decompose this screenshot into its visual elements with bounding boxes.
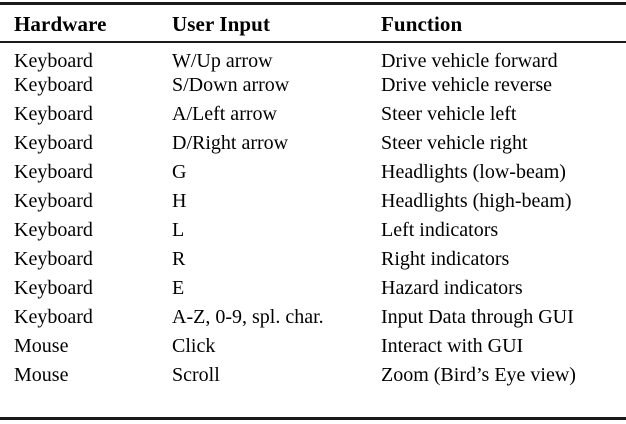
table-header: Hardware User Input Function	[0, 0, 626, 41]
cell-hardware: Keyboard	[0, 104, 158, 133]
cell-function-text: Drive vehicle forward	[381, 50, 558, 72]
cell-user-input: S/Down arrow	[158, 75, 367, 104]
cell-hardware-text: Keyboard	[14, 132, 93, 154]
cell-hardware: Keyboard	[0, 162, 158, 191]
table-top-rule	[0, 2, 626, 5]
cell-hardware-text: Keyboard	[14, 50, 93, 72]
cell-function-text: Interact with GUI	[381, 335, 524, 357]
cell-user-input: G	[158, 162, 367, 191]
table-header-rule	[0, 41, 626, 43]
cell-user-input-text: A/Left arrow	[172, 103, 277, 125]
table-row: Mouse Scroll Zoom (Bird’s Eye view)	[0, 365, 626, 394]
column-header-hardware: Hardware	[0, 0, 158, 41]
cell-hardware: Keyboard	[0, 41, 158, 75]
cell-hardware: Keyboard	[0, 75, 158, 104]
cell-function: Drive vehicle forward	[367, 41, 626, 75]
cell-function-text: Right indicators	[381, 248, 510, 270]
cell-function: Steer vehicle left	[367, 104, 626, 133]
cell-function: Input Data through GUI	[367, 307, 626, 336]
table-row: Keyboard A/Left arrow Steer vehicle left	[0, 104, 626, 133]
table-row: Keyboard S/Down arrow Drive vehicle reve…	[0, 75, 626, 104]
cell-user-input-text: L	[172, 219, 185, 241]
cell-function: Headlights (low-beam)	[367, 162, 626, 191]
cell-hardware-text: Keyboard	[14, 219, 93, 241]
cell-user-input: A/Left arrow	[158, 104, 367, 133]
cell-hardware: Keyboard	[0, 220, 158, 249]
table-row: Keyboard R Right indicators	[0, 249, 626, 278]
cell-function: Interact with GUI	[367, 336, 626, 365]
cell-function-text: Steer vehicle right	[381, 132, 528, 154]
cell-function-text: Drive vehicle reverse	[381, 74, 553, 96]
cell-user-input-text: W/Up arrow	[172, 50, 273, 72]
table-row: Keyboard H Headlights (high-beam)	[0, 191, 626, 220]
cell-hardware-text: Keyboard	[14, 190, 93, 212]
table-row: Keyboard W/Up arrow Drive vehicle forwar…	[0, 41, 626, 75]
cell-user-input-text: Click	[172, 335, 216, 357]
column-header-function: Function	[367, 0, 626, 41]
cell-user-input: Scroll	[158, 365, 367, 394]
cell-user-input-text: H	[172, 190, 187, 212]
cell-hardware: Keyboard	[0, 278, 158, 307]
cell-function: Drive vehicle reverse	[367, 75, 626, 104]
cell-user-input: W/Up arrow	[158, 41, 367, 75]
cell-function-text: Left indicators	[381, 219, 499, 241]
column-header-user-input: User Input	[158, 0, 367, 41]
cell-user-input: Click	[158, 336, 367, 365]
cell-function-text: Headlights (low-beam)	[381, 161, 566, 183]
cell-function: Left indicators	[367, 220, 626, 249]
table-body: Keyboard W/Up arrow Drive vehicle forwar…	[0, 41, 626, 394]
cell-hardware-text: Mouse	[14, 364, 69, 386]
cell-function: Right indicators	[367, 249, 626, 278]
table-header-row: Hardware User Input Function	[0, 0, 626, 41]
cell-hardware: Keyboard	[0, 307, 158, 336]
cell-user-input-text: S/Down arrow	[172, 74, 290, 96]
cell-hardware-text: Keyboard	[14, 306, 93, 328]
cell-hardware-text: Keyboard	[14, 277, 93, 299]
cell-function: Steer vehicle right	[367, 133, 626, 162]
cell-hardware: Keyboard	[0, 249, 158, 278]
cell-function-text: Steer vehicle left	[381, 103, 517, 125]
cell-user-input: E	[158, 278, 367, 307]
cell-user-input: H	[158, 191, 367, 220]
cell-function-text: Input Data through GUI	[381, 306, 574, 328]
cell-hardware-text: Keyboard	[14, 103, 93, 125]
cell-function-text: Headlights (high-beam)	[381, 190, 572, 212]
cell-user-input: D/Right arrow	[158, 133, 367, 162]
column-header-user-input-label: User Input	[172, 12, 271, 36]
cell-user-input-text: A-Z, 0-9, spl. char.	[172, 306, 324, 328]
cell-function-text: Zoom (Bird’s Eye view)	[381, 364, 576, 386]
column-header-function-label: Function	[381, 12, 463, 36]
column-header-hardware-label: Hardware	[14, 12, 107, 36]
cell-function: Headlights (high-beam)	[367, 191, 626, 220]
table-row: Mouse Click Interact with GUI	[0, 336, 626, 365]
cell-user-input: A-Z, 0-9, spl. char.	[158, 307, 367, 336]
cell-hardware: Keyboard	[0, 191, 158, 220]
table-row: Keyboard G Headlights (low-beam)	[0, 162, 626, 191]
cell-hardware-text: Keyboard	[14, 74, 93, 96]
cell-function: Hazard indicators	[367, 278, 626, 307]
table-row: Keyboard E Hazard indicators	[0, 278, 626, 307]
table-bottom-rule	[0, 417, 626, 420]
table-row: Keyboard L Left indicators	[0, 220, 626, 249]
cell-user-input-text: E	[172, 277, 185, 299]
cell-user-input: R	[158, 249, 367, 278]
cell-hardware: Mouse	[0, 336, 158, 365]
cell-user-input-text: D/Right arrow	[172, 132, 289, 154]
cell-hardware: Keyboard	[0, 133, 158, 162]
cell-hardware: Mouse	[0, 365, 158, 394]
cell-user-input-text: Scroll	[172, 364, 220, 386]
table-row: Keyboard A-Z, 0-9, spl. char. Input Data…	[0, 307, 626, 336]
cell-user-input-text: G	[172, 161, 187, 183]
table-row: Keyboard D/Right arrow Steer vehicle rig…	[0, 133, 626, 162]
cell-hardware-text: Keyboard	[14, 248, 93, 270]
cell-hardware-text: Mouse	[14, 335, 69, 357]
cell-function: Zoom (Bird’s Eye view)	[367, 365, 626, 394]
cell-user-input-text: R	[172, 248, 186, 270]
control-mapping-table: Hardware User Input Function Keyboard W/…	[0, 0, 626, 394]
cell-function-text: Hazard indicators	[381, 277, 523, 299]
cell-user-input: L	[158, 220, 367, 249]
cell-hardware-text: Keyboard	[14, 161, 93, 183]
